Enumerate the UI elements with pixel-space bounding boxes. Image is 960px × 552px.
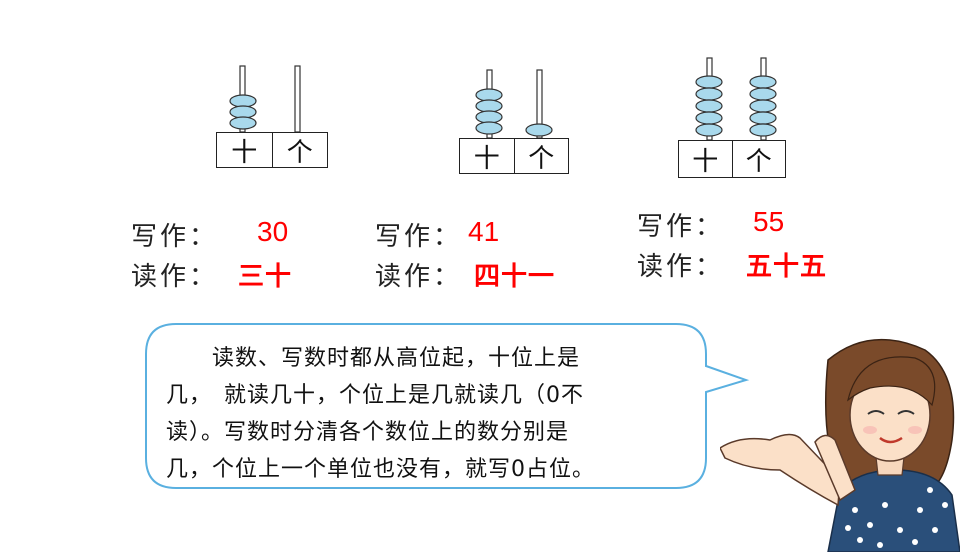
read-label: 读作： [375, 262, 463, 292]
ones-cell: 个 [513, 139, 569, 174]
read-chinese: 三十 [238, 262, 293, 292]
rule-line: 几，个位上一个单位也没有，就写0占位。 [166, 457, 595, 482]
abacus-rods [229, 65, 301, 133]
written-number: 30 [257, 216, 289, 247]
rule-text: 读数、写数时都从高位起，十位上是 几， 就读几十，个位上是几就读几（0不 读）。… [166, 340, 686, 488]
tens-beads [229, 94, 257, 130]
tens-beads [695, 75, 723, 137]
read-chinese: 五十五 [746, 252, 828, 282]
abacus-30: 十 个 [216, 65, 331, 176]
tens-cell: 十 [473, 143, 500, 174]
abacus-55: 十 个 [678, 57, 793, 188]
written-number: 55 [753, 206, 785, 237]
write-label: 写作： [131, 222, 219, 252]
tens-cell: 十 [231, 137, 258, 168]
abacus-41: 十 个 [459, 69, 574, 180]
ones-beads [749, 75, 777, 137]
read-label: 读作： [637, 252, 725, 282]
ones-cell: 个 [731, 141, 786, 177]
teacher-illustration [720, 338, 960, 552]
write-label: 写作： [637, 212, 725, 242]
written-number: 41 [468, 216, 500, 247]
write-label: 写作： [375, 222, 463, 252]
place-value-box: 十 个 [216, 132, 328, 168]
read-chinese: 四十一 [474, 262, 556, 292]
ones-beads [525, 123, 553, 137]
abacus-rods [695, 57, 777, 141]
ones-cell: 个 [271, 133, 328, 168]
tens-beads [475, 88, 503, 135]
rule-line: 读）。写数时分清各个数位上的数分别是 [166, 420, 570, 445]
read-label: 读作： [131, 262, 219, 292]
tens-cell: 十 [692, 146, 719, 177]
rule-line: 读数、写数时都从高位起，十位上是 [166, 346, 581, 371]
rule-line: 几， 就读几十，个位上是几就读几（0不 [166, 383, 584, 408]
place-value-box: 十 个 [459, 138, 569, 174]
place-value-box: 十 个 [678, 140, 786, 178]
